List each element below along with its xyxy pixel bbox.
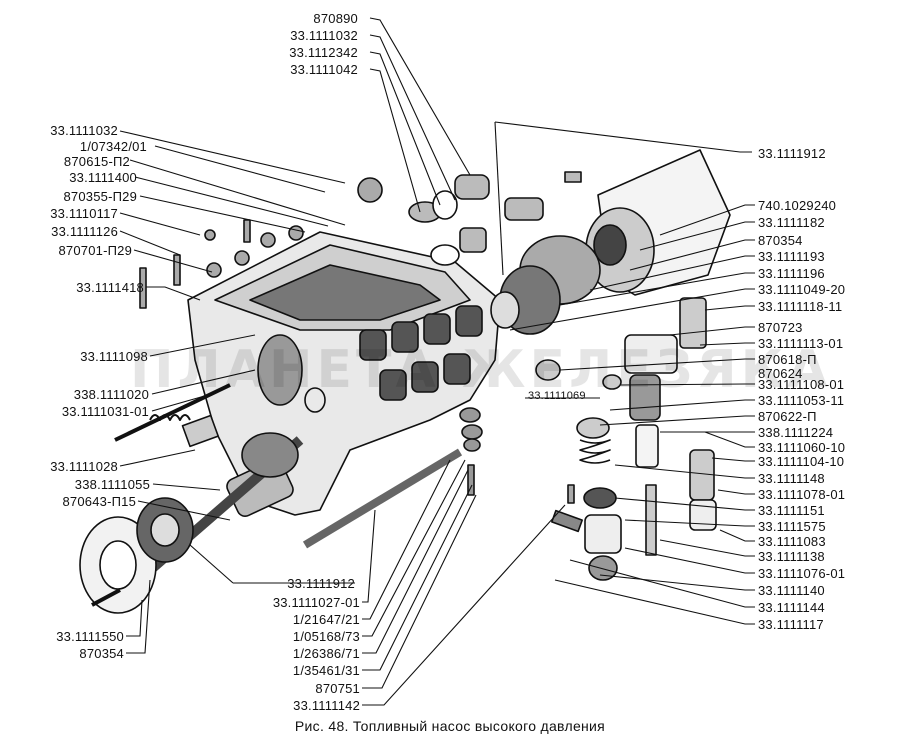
part-label: 33.1111400 (69, 170, 137, 185)
part-label: 33.1111042 (290, 62, 358, 77)
part-label: 33.1111912 (287, 576, 355, 591)
part-label: 33.1111060-10 (758, 440, 846, 455)
part-label: 33.1111076-01 (758, 566, 846, 581)
part-label: 33.1111028 (50, 459, 118, 474)
part-label: 33.1111053-11 (758, 393, 845, 408)
part-label: 33.1111104-10 (758, 454, 845, 469)
part-label: 33.1111193 (758, 249, 825, 264)
control-rack (302, 448, 463, 549)
drive-flange (79, 497, 194, 614)
part-label: 33.1111031-01 (61, 404, 149, 419)
part-label: 870890 (313, 11, 358, 26)
side-window (257, 334, 303, 406)
part-label: 1/05168/73 (292, 629, 360, 644)
part-label: 1/21647/21 (292, 612, 360, 627)
part-label: 870622-П (758, 409, 817, 424)
part-label: 33.1111550 (56, 629, 124, 644)
part-label: 338.1111055 (74, 477, 150, 492)
part-label: 740.1029240 (758, 198, 837, 213)
part-label: 33.1111418 (76, 280, 144, 295)
part-label: 870354 (79, 646, 124, 661)
part-label: 33.1111098 (80, 349, 148, 364)
part-label: 33.1111196 (758, 266, 825, 281)
part-label: 870701-П29 (58, 243, 132, 258)
part-label: 1/26386/71 (292, 646, 360, 661)
part-label: 33.1111108-01 (758, 377, 845, 392)
part-label: 33.1111148 (758, 471, 825, 486)
small-bolts (139, 177, 383, 309)
part-label: 1/35461/31 (292, 663, 360, 678)
figure-caption: Рис. 48. Топливный насос высокого давлен… (294, 718, 606, 734)
part-label: 870643-П15 (62, 494, 136, 509)
part-label: 33.1111113-01 (758, 336, 844, 351)
part-label: 33.1112342 (289, 45, 358, 60)
watermark: ПЛАНЕТА ЖЕЛЕЗЯКА (130, 340, 832, 400)
part-label: 33.1111069 (528, 390, 586, 402)
part-label: 33.1111049-20 (758, 282, 846, 297)
part-label: 33.1111027-01 (272, 595, 360, 610)
part-label: 870615-П2 (63, 154, 130, 169)
part-label: 33.1111126 (51, 224, 118, 239)
top-fittings (408, 171, 582, 266)
bottom-small-parts (459, 407, 483, 496)
leader-lines (119, 17, 755, 706)
part-label: 870751 (315, 681, 360, 696)
plunger-sections (359, 305, 483, 401)
governor-housing (490, 149, 731, 335)
part-label: 338.1111224 (758, 425, 834, 440)
part-label: 33.1111140 (758, 583, 825, 598)
right-components (535, 297, 717, 581)
part-label: 33.1111032 (290, 28, 358, 43)
part-label: 33.1111151 (758, 503, 825, 518)
part-label: 33.1110117 (50, 206, 118, 221)
part-label: 33.1111144 (758, 600, 825, 615)
part-label: 33.1111182 (758, 215, 825, 230)
part-label: 33.1111083 (758, 534, 826, 549)
part-label: 33.1111912 (758, 146, 826, 161)
part-label: 870624 (758, 366, 803, 381)
camshaft (106, 432, 304, 609)
part-label: 33.1111138 (758, 549, 825, 564)
part-label: 870723 (758, 320, 803, 335)
part-label: 338.1111020 (73, 387, 149, 402)
part-label: 33.1111142 (293, 698, 360, 713)
part-label: 870354 (758, 233, 803, 248)
part-label: 33.1111575 (758, 519, 826, 534)
worm-shaft (114, 383, 231, 448)
part-label: 33.1111118-11 (758, 299, 843, 314)
part-label: 33.1111117 (758, 617, 824, 632)
part-label: 33.1111078-01 (758, 487, 846, 502)
part-label: 870618-П (758, 352, 817, 367)
part-label: 870355-П29 (63, 189, 137, 204)
part-label: 33.1111032 (50, 123, 118, 138)
part-label: 1/07342/01 (79, 139, 147, 154)
